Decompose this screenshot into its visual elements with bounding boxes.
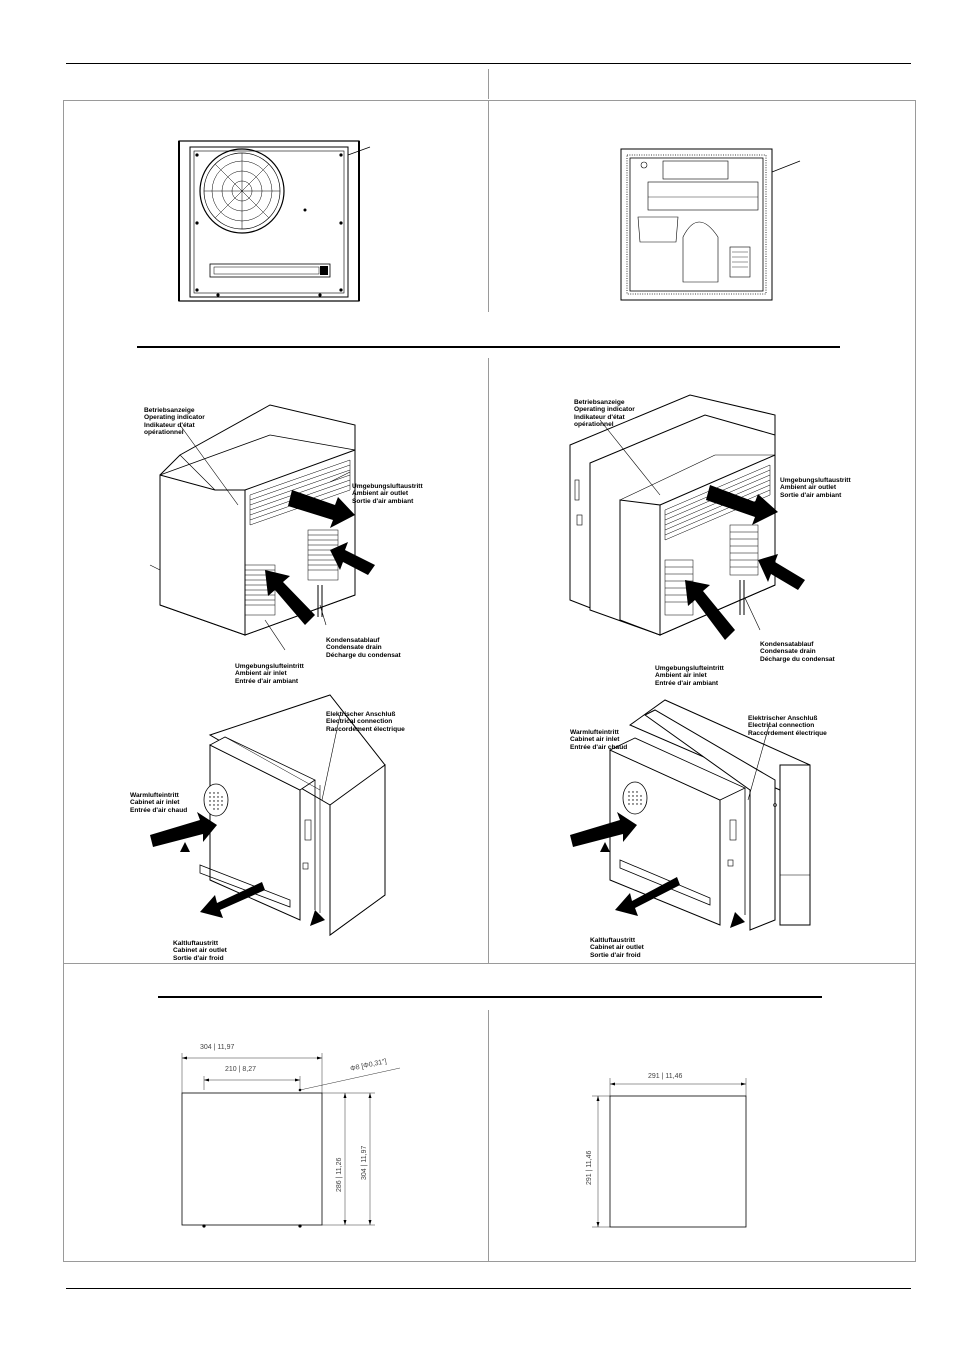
airflow-arrows-left-bottom — [150, 812, 325, 926]
airflow-arrows-left-top — [265, 490, 375, 625]
cutout-drawing-right — [592, 1078, 747, 1228]
section-rule-1 — [137, 346, 840, 348]
dim-width-right: 291 | 11,46 — [648, 1073, 683, 1080]
cutout-drawing-left — [181, 1053, 401, 1228]
dim-height-outer-left: 304 | 11,97 — [361, 1145, 368, 1180]
rear-view-gasket — [620, 148, 801, 301]
exterior-view-cabinet-left — [199, 694, 386, 936]
airflow-arrows-right-bottom — [570, 812, 745, 928]
header-divider — [488, 69, 489, 99]
section-rule-2 — [158, 996, 822, 998]
content-frame — [63, 100, 916, 1262]
header-rule — [66, 63, 911, 64]
footer-rule — [66, 1288, 911, 1289]
exterior-view-cabinet-right — [609, 699, 811, 931]
column-divider-top — [488, 100, 489, 312]
dim-height-right: 291 | 11,46 — [586, 1150, 593, 1185]
column-divider-middle — [488, 358, 489, 963]
dim-hole-spacing: 210 | 8,27 — [225, 1066, 257, 1073]
dim-top-width-left: 304 | 11,97 — [200, 1044, 235, 1051]
column-divider-bottom — [488, 1010, 489, 1262]
exterior-view-ambient-right — [569, 394, 776, 636]
airflow-arrows-right-top — [685, 485, 805, 640]
dim-height-inner-left: 286 | 11,26 — [336, 1157, 343, 1192]
frame-divider-1 — [63, 963, 916, 964]
front-view-fan-unit — [178, 140, 371, 302]
